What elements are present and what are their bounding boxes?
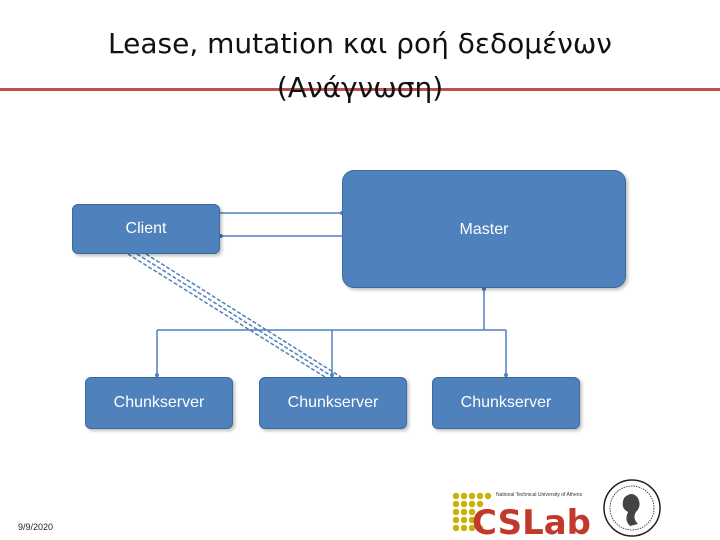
chunkserver-label-3: Chunkserver [460,394,552,411]
cslab-logo: National Technical University of Athens … [452,479,661,540]
chunkserver-node-2: Chunkserver [259,377,407,429]
slide-title-line2: (Ανάγνωση) [276,71,444,104]
data-flow-dashed-1 [127,253,326,378]
logo-subtitle: National Technical University of Athens [496,492,583,498]
chunkserver-node-3: Chunkserver [432,377,580,429]
master-label: Master [459,221,509,238]
master-node: Master [342,170,626,288]
title-accent-bar [0,88,720,91]
slide-title-line1: Lease, mutation και ροή δεδομένων [108,27,612,60]
client-node: Client [72,204,220,254]
logo-text: CSLab [472,503,591,540]
data-flow-dashed-2 [136,253,334,378]
university-seal-icon [603,479,661,537]
client-label: Client [125,220,167,237]
chunkserver-node-1: Chunkserver [85,377,233,429]
slide-date: 9/9/2020 [18,522,54,532]
chunkserver-label-2: Chunkserver [287,394,379,411]
data-flow-dashed-3 [145,253,342,378]
logo-dot-grid-icon [452,492,492,532]
chunkserver-label-1: Chunkserver [113,394,205,411]
